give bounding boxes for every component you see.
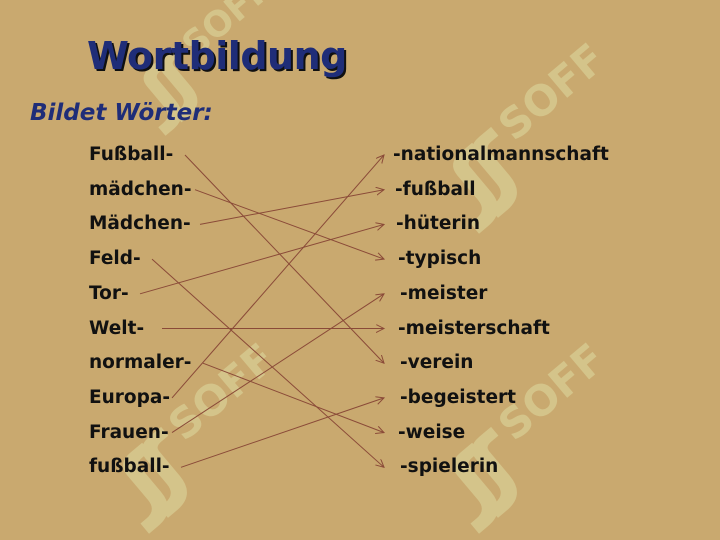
connection-arrow [194, 189, 384, 259]
right-word: -hüterin [396, 213, 481, 235]
left-word: Tor- [89, 282, 129, 304]
left-word: Europa- [89, 386, 171, 408]
left-word: fußball- [89, 456, 170, 478]
slide-subtitle: Bildet Wörter: [30, 100, 213, 126]
right-word: -spielerin [400, 456, 499, 478]
left-word: Fußball- [89, 144, 174, 165]
connection-arrow [171, 155, 384, 399]
right-word: -verein [400, 352, 474, 374]
connection-arrow [202, 362, 384, 432]
right-word: -typisch [398, 248, 482, 270]
right-word: -nationalmannschaft [393, 144, 609, 165]
right-word: -fußball [395, 178, 476, 200]
connection-arrow [180, 398, 384, 468]
left-word: Frauen- [89, 421, 169, 443]
left-word: mädchen- [89, 178, 192, 200]
connection-arrow [171, 294, 384, 434]
right-word: -weise [398, 421, 466, 443]
slide-title: Wortbildung [87, 34, 347, 78]
left-word: Welt- [89, 317, 145, 339]
left-word: normaler- [89, 352, 192, 374]
right-word: -begeistert [400, 386, 516, 408]
left-word: Mädchen- [89, 213, 191, 235]
connection-arrow [151, 258, 384, 467]
left-word: Feld- [89, 248, 141, 270]
connection-arrow [139, 224, 384, 295]
right-word: -meister [400, 282, 488, 304]
right-word: -meisterschaft [398, 317, 550, 339]
connection-arrow [199, 190, 384, 225]
connection-arrow [184, 154, 384, 363]
